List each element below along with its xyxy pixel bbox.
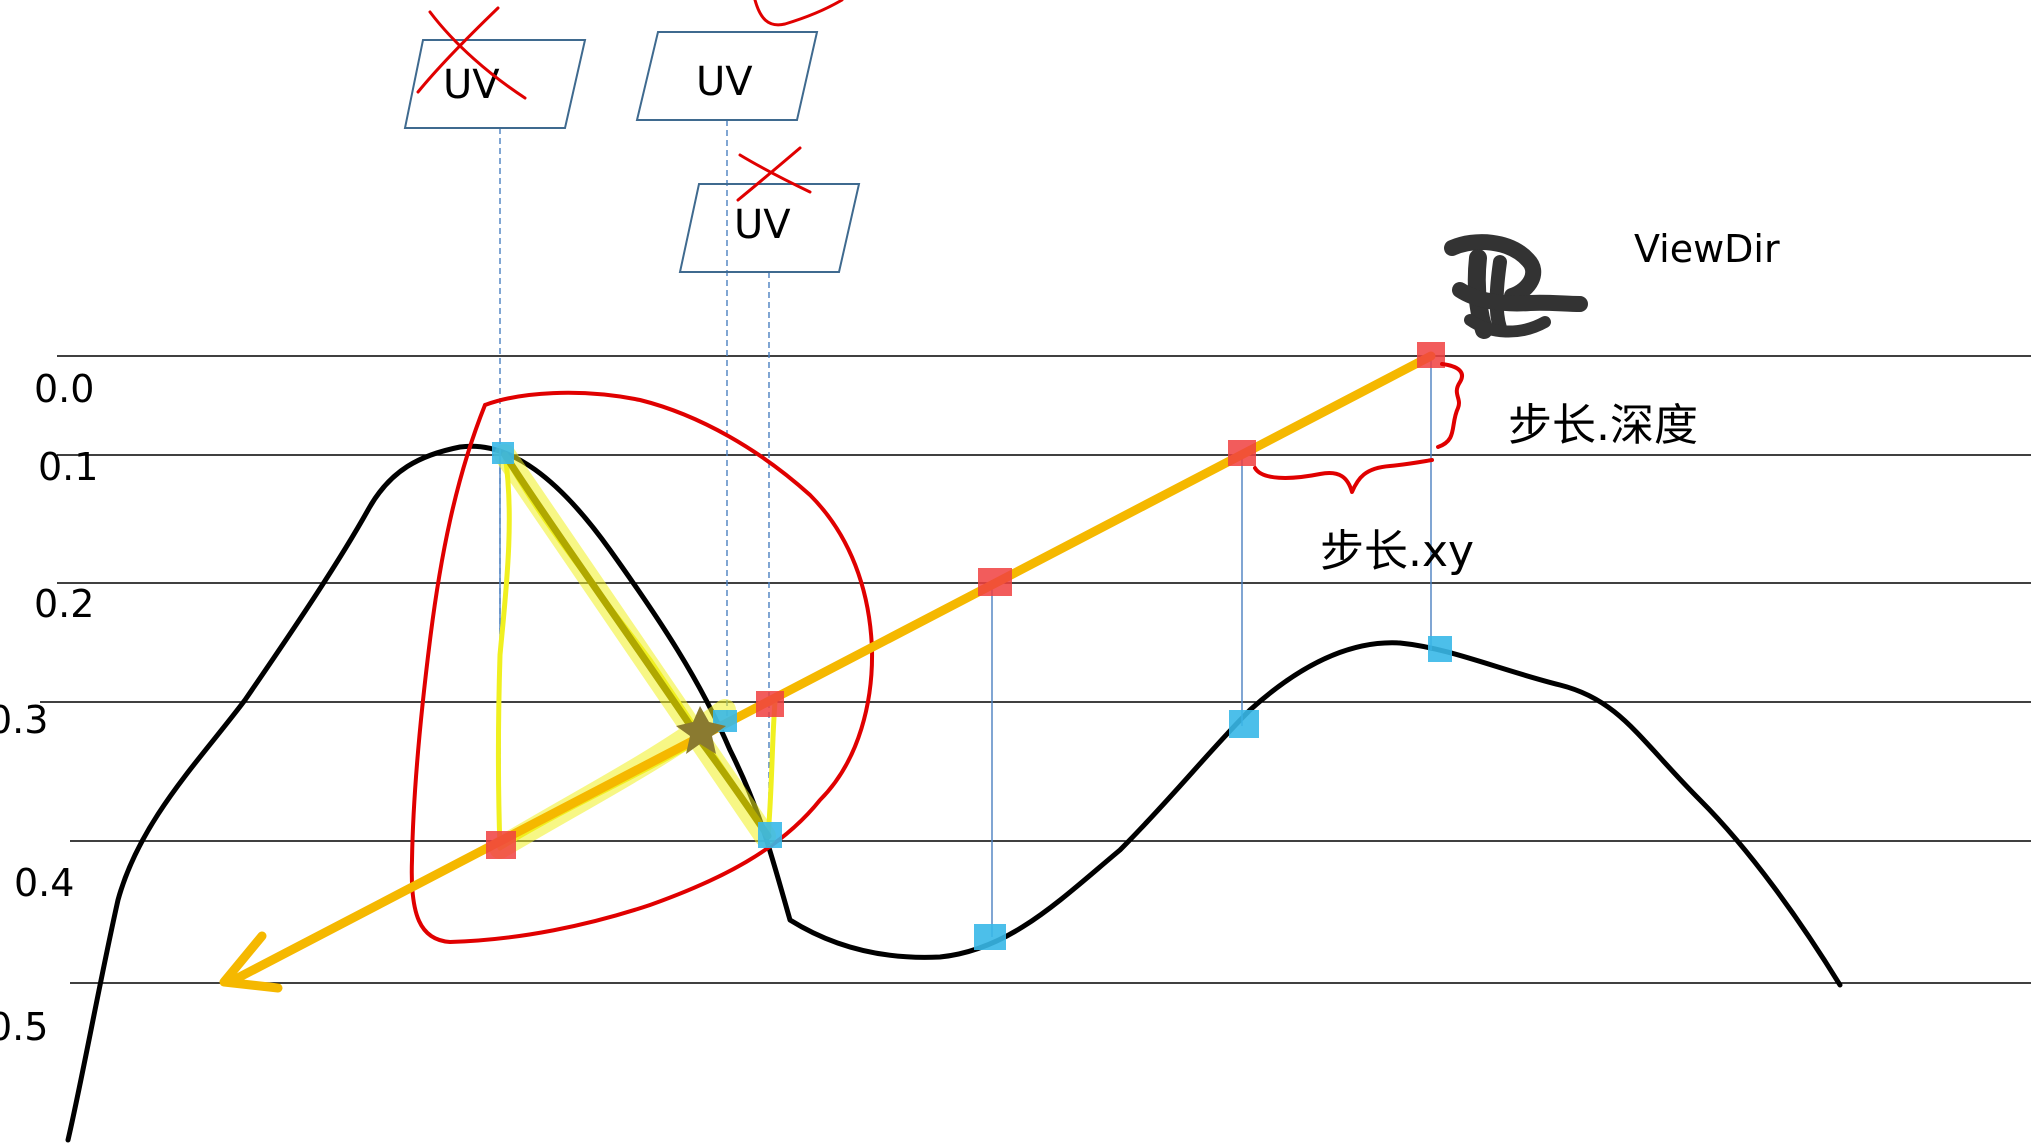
uv-box-3: UV	[678, 146, 861, 273]
surface-point-6	[492, 442, 514, 464]
depth-label-3: 0.3	[0, 698, 48, 742]
ray-sample-point-4	[756, 691, 784, 717]
surface-point-1	[1428, 636, 1452, 662]
ray-sample-point-3	[978, 568, 1012, 596]
depth-layer-lines	[40, 355, 2031, 984]
step-depth-label: 步长.深度	[1508, 400, 1698, 451]
uv-box-1-frame	[403, 39, 587, 129]
step-depth-bracket	[1436, 362, 1464, 449]
eye-icon-stroke-4	[1452, 282, 1588, 312]
depth-labels: 0.0 0.1 0.2 0.3 0.4 0.5	[0, 367, 98, 1049]
uv-box-1-label: UV	[443, 62, 500, 108]
eye-icon	[1444, 234, 1588, 339]
step-xy-bracket	[1253, 458, 1434, 494]
uv-box-2-scribble	[753, 0, 844, 27]
depth-label-0: 0.0	[34, 367, 94, 411]
yellow-highlight	[489, 444, 778, 859]
depth-label-1: 0.1	[38, 445, 98, 489]
uv-box-2-label: UV	[696, 59, 753, 105]
uv-box-3-frame	[678, 183, 861, 273]
eye-icon-stroke-1	[1444, 234, 1542, 304]
guide-lines	[499, 120, 1432, 937]
surface-point-4	[758, 822, 782, 848]
ray-sample-points	[486, 342, 1445, 859]
ray-sample-point-2	[1228, 440, 1256, 466]
eye-icon-stroke-5	[1464, 314, 1551, 338]
uv-box-1-cross	[416, 6, 527, 100]
view-ray-arrowhead	[219, 931, 283, 993]
view-dir-label: ViewDir	[1634, 227, 1780, 271]
uv-box-2-frame	[635, 31, 819, 121]
uv-box-1: UV	[403, 6, 587, 129]
intersection-marker	[676, 706, 726, 754]
height-field-curve	[65, 443, 1843, 1143]
depth-label-4: 0.4	[14, 861, 74, 905]
uv-box-3-cross	[736, 146, 812, 202]
surface-point-2	[1229, 710, 1259, 738]
uv-box-3-label: UV	[734, 202, 791, 248]
yellow-highlight-dark-edge	[501, 451, 772, 840]
surface-points	[492, 442, 1452, 950]
depth-label-5: 0.5	[0, 1005, 48, 1049]
ray-sample-point-5	[486, 831, 516, 859]
red-annotation-loop	[409, 390, 875, 944]
surface-point-3	[974, 924, 1006, 950]
uv-box-2: UV	[635, 0, 844, 121]
depth-label-2: 0.2	[34, 582, 94, 626]
step-xy-label: 步长.xy	[1320, 526, 1474, 577]
